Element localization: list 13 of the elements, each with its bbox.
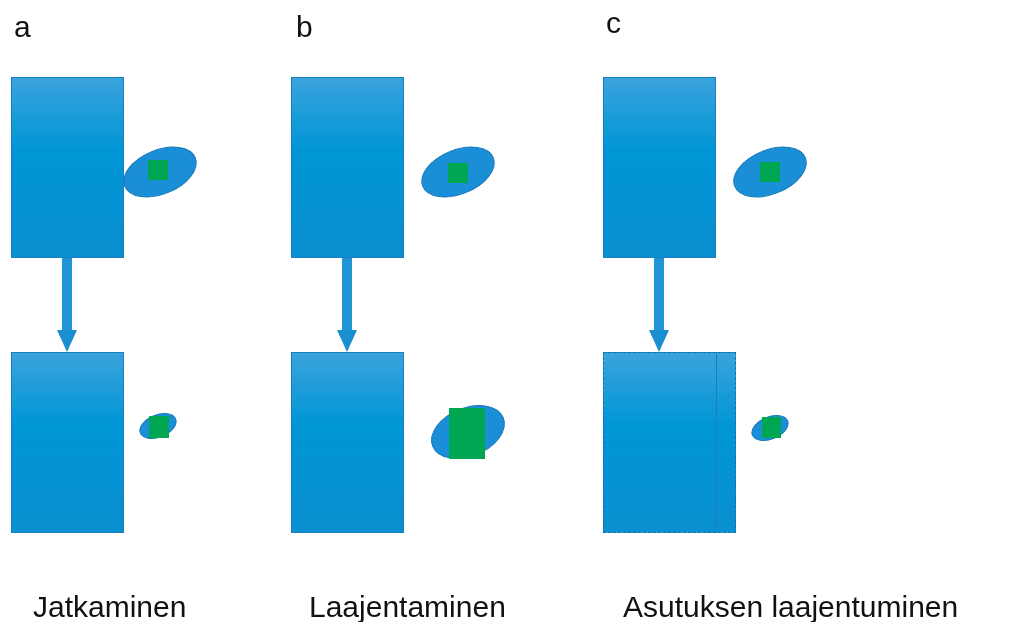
panel-letter: a	[14, 12, 31, 42]
down-arrow	[57, 258, 77, 352]
rectangle-block	[11, 77, 124, 258]
panel-letter: c	[606, 8, 621, 38]
rectangle-block	[603, 352, 736, 533]
down-arrow	[649, 258, 669, 352]
rectangle-block	[603, 77, 716, 258]
rectangle-block	[291, 77, 404, 258]
rectangle-block	[291, 352, 404, 533]
panel-letter: b	[296, 12, 313, 42]
panel-caption: Jatkaminen	[33, 592, 187, 622]
down-arrow	[337, 258, 357, 352]
rectangle-block	[11, 352, 124, 533]
